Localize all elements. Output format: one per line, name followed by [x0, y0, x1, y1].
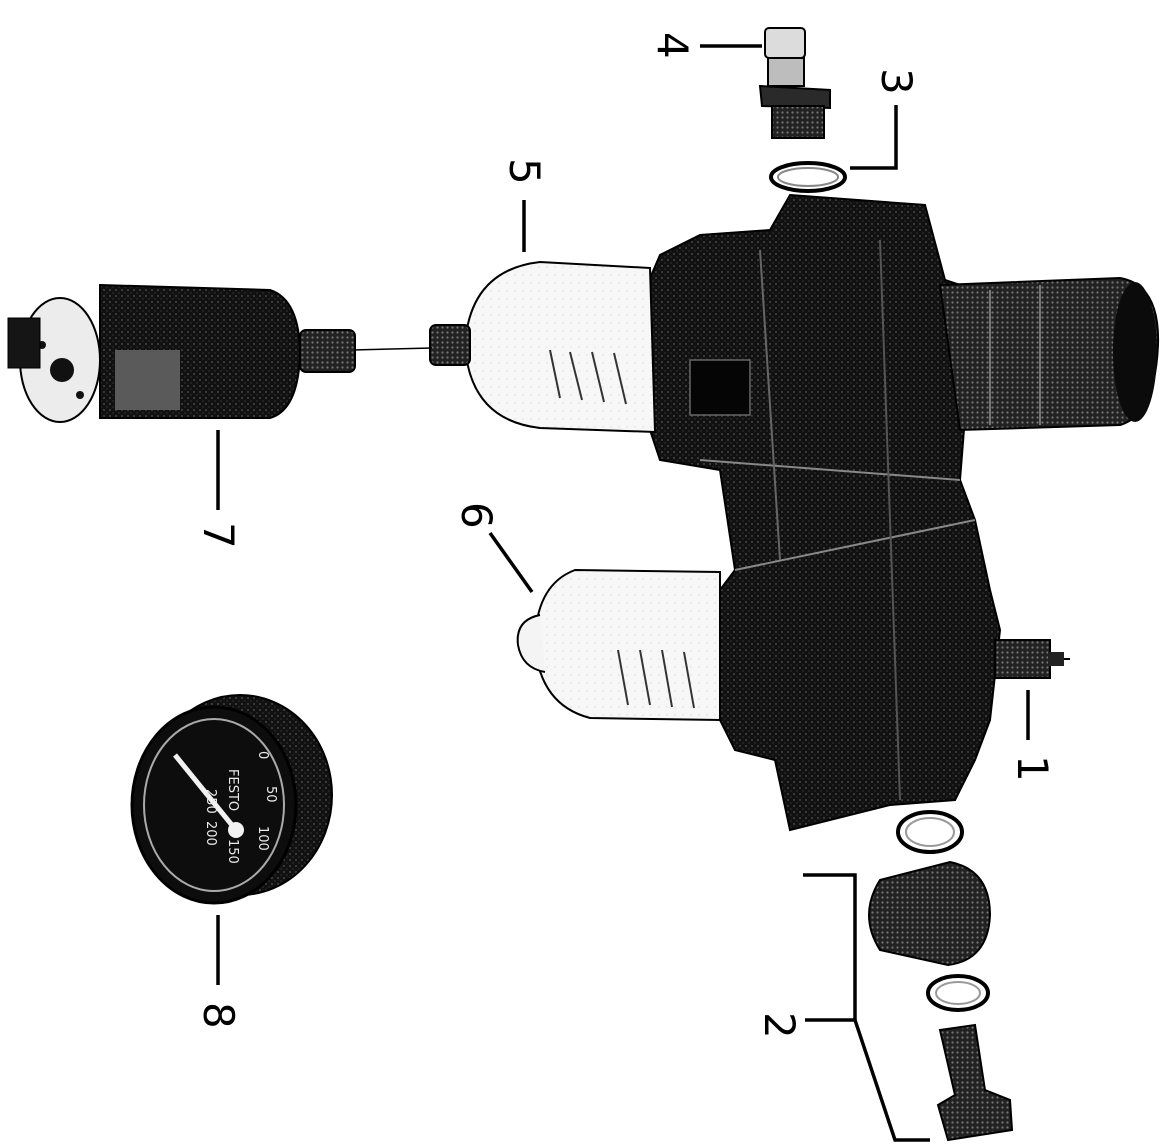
lubricator-bowl — [516, 568, 721, 722]
auto-drain-cylinder — [7, 283, 356, 423]
callout-1: 1 — [1008, 755, 1057, 782]
callout-8: 8 — [194, 1002, 243, 1029]
callout-3: 3 — [872, 68, 921, 95]
callout-6: 6 — [452, 502, 501, 529]
callout-labels: 1 2 3 4 5 6 7 8 — [194, 32, 1057, 1039]
gauge-scale-200: 200 — [203, 821, 218, 846]
sealing-ring-top — [769, 161, 847, 193]
gauge-scale-100: 100 — [255, 826, 270, 851]
connector-kit — [868, 810, 1014, 1142]
gauge-scale-250: 250 — [203, 789, 218, 814]
drain-valve-fitting — [994, 639, 1070, 679]
hose-fitting — [758, 27, 831, 139]
drain-tube — [351, 347, 433, 351]
leader-lines — [216, 44, 1030, 1142]
pressure-gauge: FESTO 0 50 100 150 200 250 — [130, 694, 333, 905]
gauge-scale-150: 150 — [225, 839, 240, 864]
callout-4: 4 — [648, 32, 697, 59]
frl-unit-body — [638, 193, 1160, 832]
gauge-needle — [173, 753, 242, 837]
callout-2: 2 — [755, 1012, 804, 1039]
filter-bowl — [429, 260, 657, 434]
gauge-scale-50: 50 — [263, 786, 278, 803]
callout-7: 7 — [194, 522, 243, 549]
gauge-brand: FESTO — [225, 769, 240, 811]
gauge-scale-0: 0 — [255, 751, 270, 759]
callout-5: 5 — [500, 158, 549, 185]
